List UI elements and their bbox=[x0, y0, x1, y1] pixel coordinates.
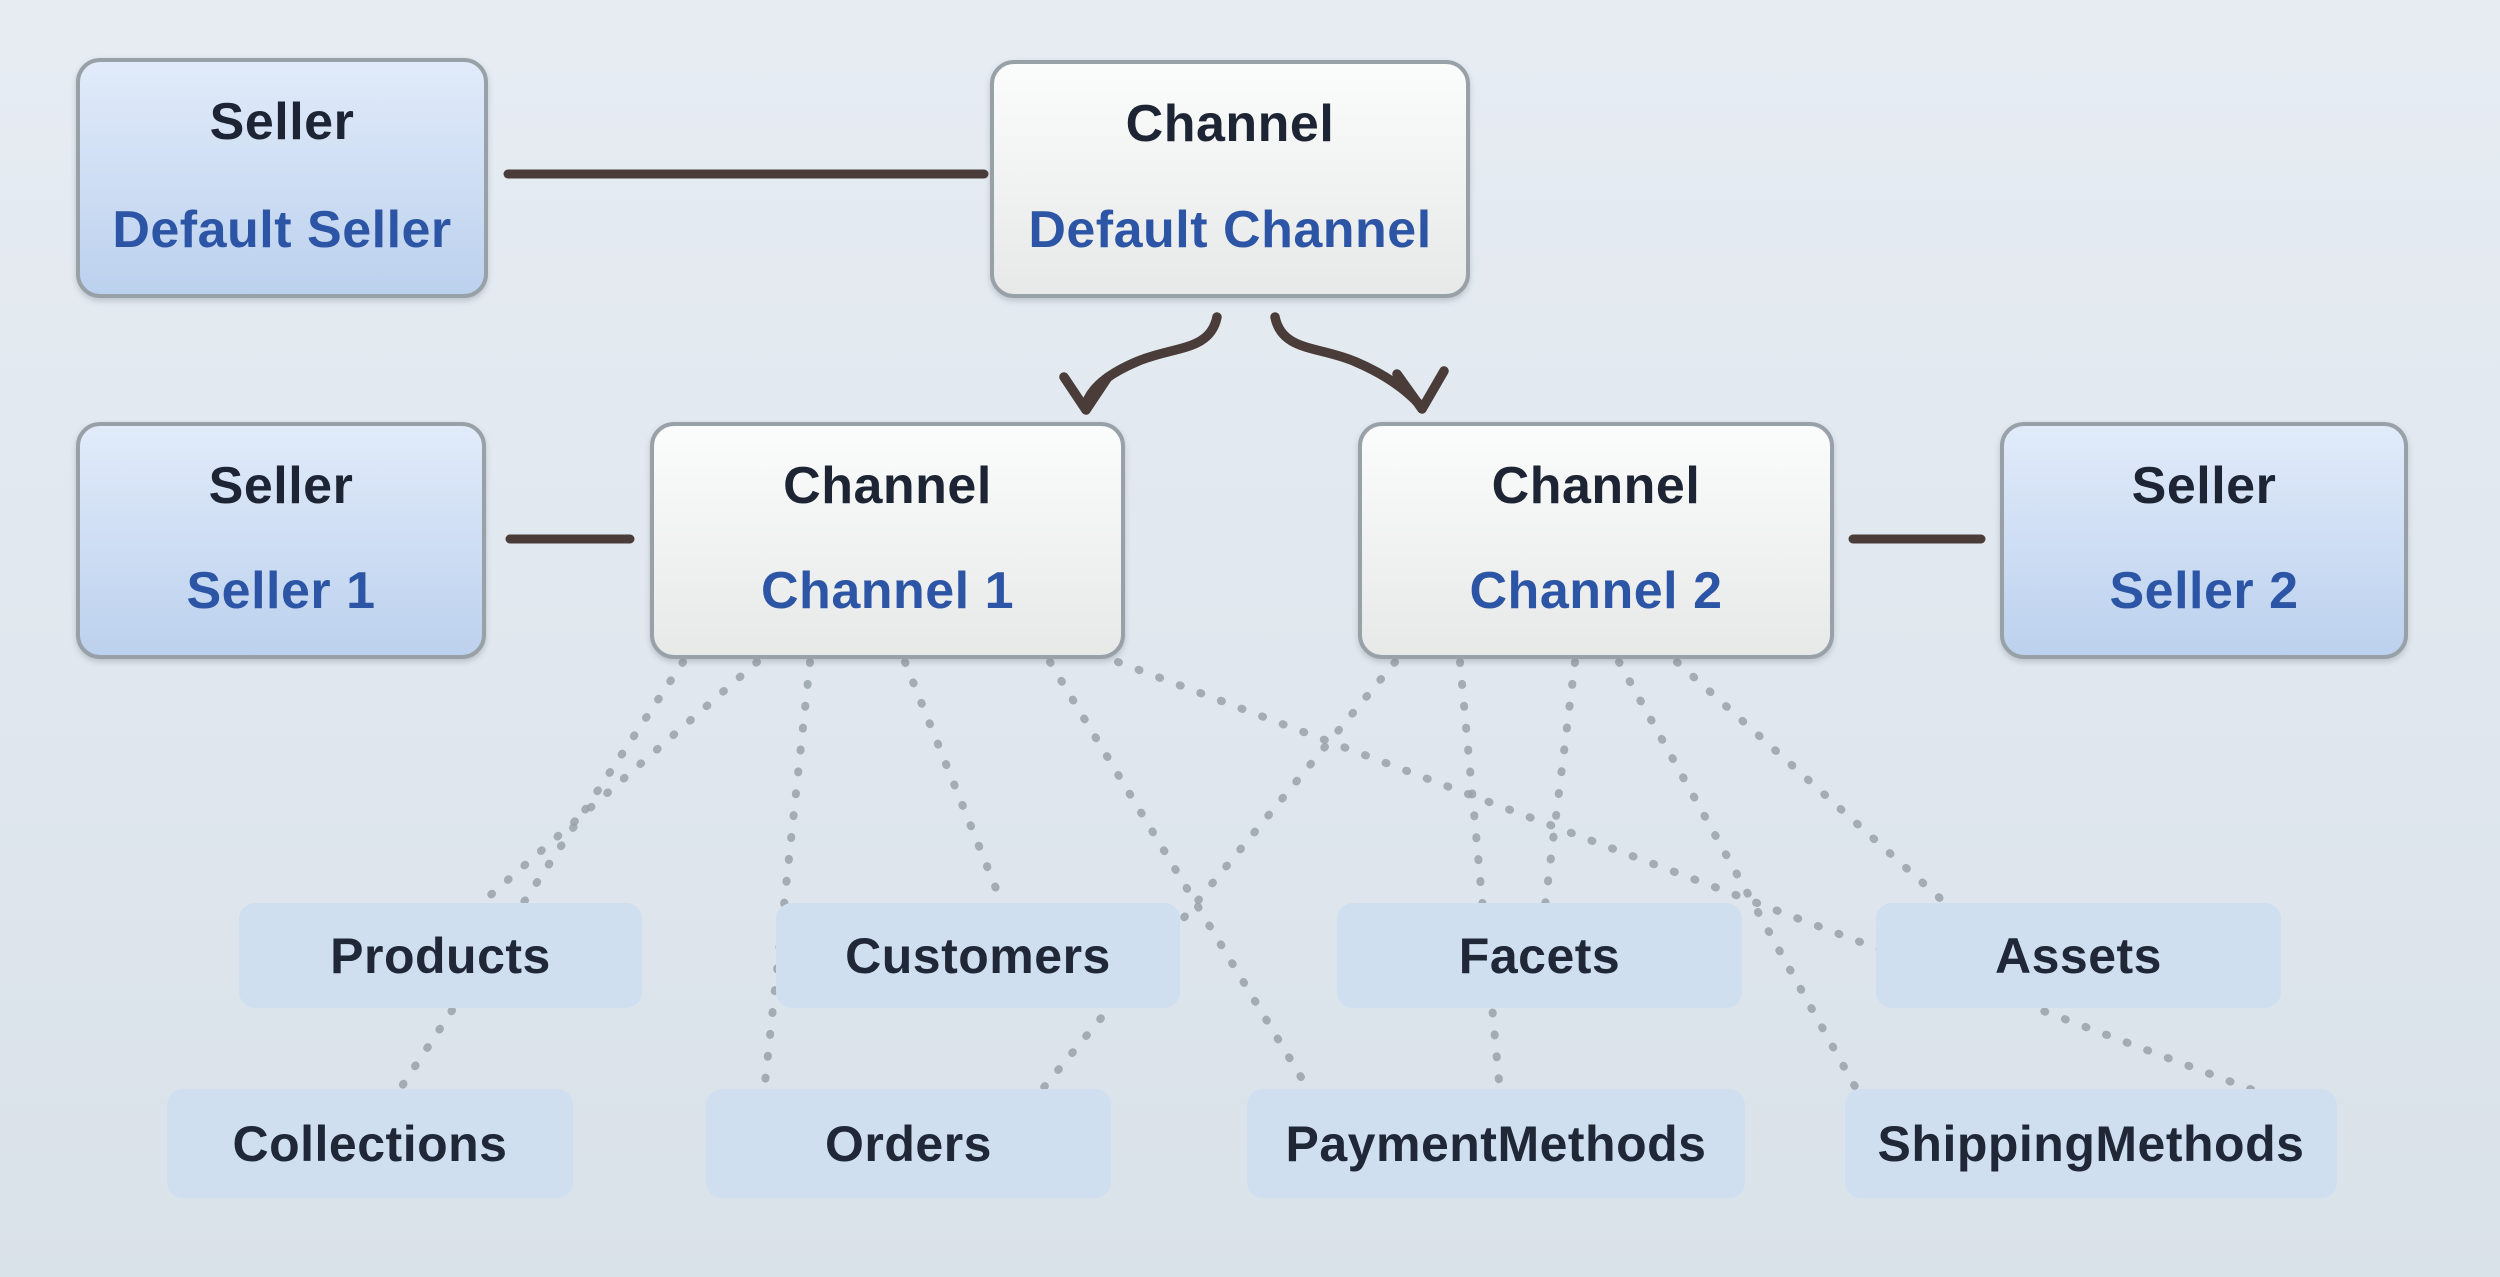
node-name-label: Default Seller bbox=[112, 201, 452, 259]
dotted-channel1-orders bbox=[760, 658, 814, 1096]
dotted-channel1-products bbox=[474, 658, 761, 910]
arrow-default-channel-to-channel2 bbox=[1270, 312, 1449, 414]
node-type-label: Channel bbox=[1125, 95, 1335, 153]
entity-assets: Assets bbox=[1876, 903, 2281, 1008]
node-seller-1: Seller Seller 1 bbox=[76, 422, 486, 659]
entity-facets: Facets bbox=[1337, 903, 1742, 1008]
node-type-label: Channel bbox=[1491, 457, 1701, 515]
dotted-channel2-paymentmethods bbox=[1456, 658, 1504, 1096]
dotted-channel1-customers bbox=[901, 658, 1007, 910]
node-name-label: Channel 2 bbox=[1469, 562, 1723, 620]
node-name-label: Channel 1 bbox=[761, 562, 1014, 620]
entity-collections: Collections bbox=[167, 1089, 573, 1198]
entity-customers: Customers bbox=[776, 903, 1180, 1008]
node-seller-2: Seller Seller 2 bbox=[2000, 422, 2408, 659]
node-name-label: Default Channel bbox=[1028, 201, 1432, 259]
dotted-channel2-shippingmethods bbox=[1615, 658, 1862, 1096]
node-default-seller: Seller Default Seller bbox=[76, 58, 488, 298]
dotted-channel1-paymentmethods bbox=[1046, 658, 1314, 1096]
dotted-channel2-assets bbox=[1673, 658, 1947, 905]
node-channel-2: Channel Channel 2 bbox=[1358, 422, 1834, 659]
node-default-channel: Channel Default Channel bbox=[990, 60, 1470, 298]
node-type-label: Channel bbox=[783, 457, 992, 515]
node-channel-1: Channel Channel 1 bbox=[650, 422, 1125, 659]
entity-paymentmethods: PaymentMethods bbox=[1247, 1089, 1745, 1198]
dotted-channel1-collections bbox=[394, 658, 687, 1096]
node-type-label: Seller bbox=[2131, 457, 2277, 515]
node-type-label: Seller bbox=[209, 93, 355, 151]
node-name-label: Seller 1 bbox=[186, 562, 376, 620]
dotted-channel2-orders bbox=[1036, 658, 1399, 1096]
entity-products: Products bbox=[239, 903, 642, 1008]
node-type-label: Seller bbox=[208, 457, 354, 515]
node-name-label: Seller 2 bbox=[2109, 562, 2299, 620]
entity-shippingmethods: ShippingMethods bbox=[1845, 1089, 2337, 1198]
dotted-channel2-facets bbox=[1541, 658, 1579, 910]
dotted-channel1-shippingmethods bbox=[1114, 658, 2262, 1096]
arrow-default-channel-to-channel1 bbox=[1059, 312, 1222, 415]
entity-orders: Orders bbox=[706, 1089, 1111, 1198]
